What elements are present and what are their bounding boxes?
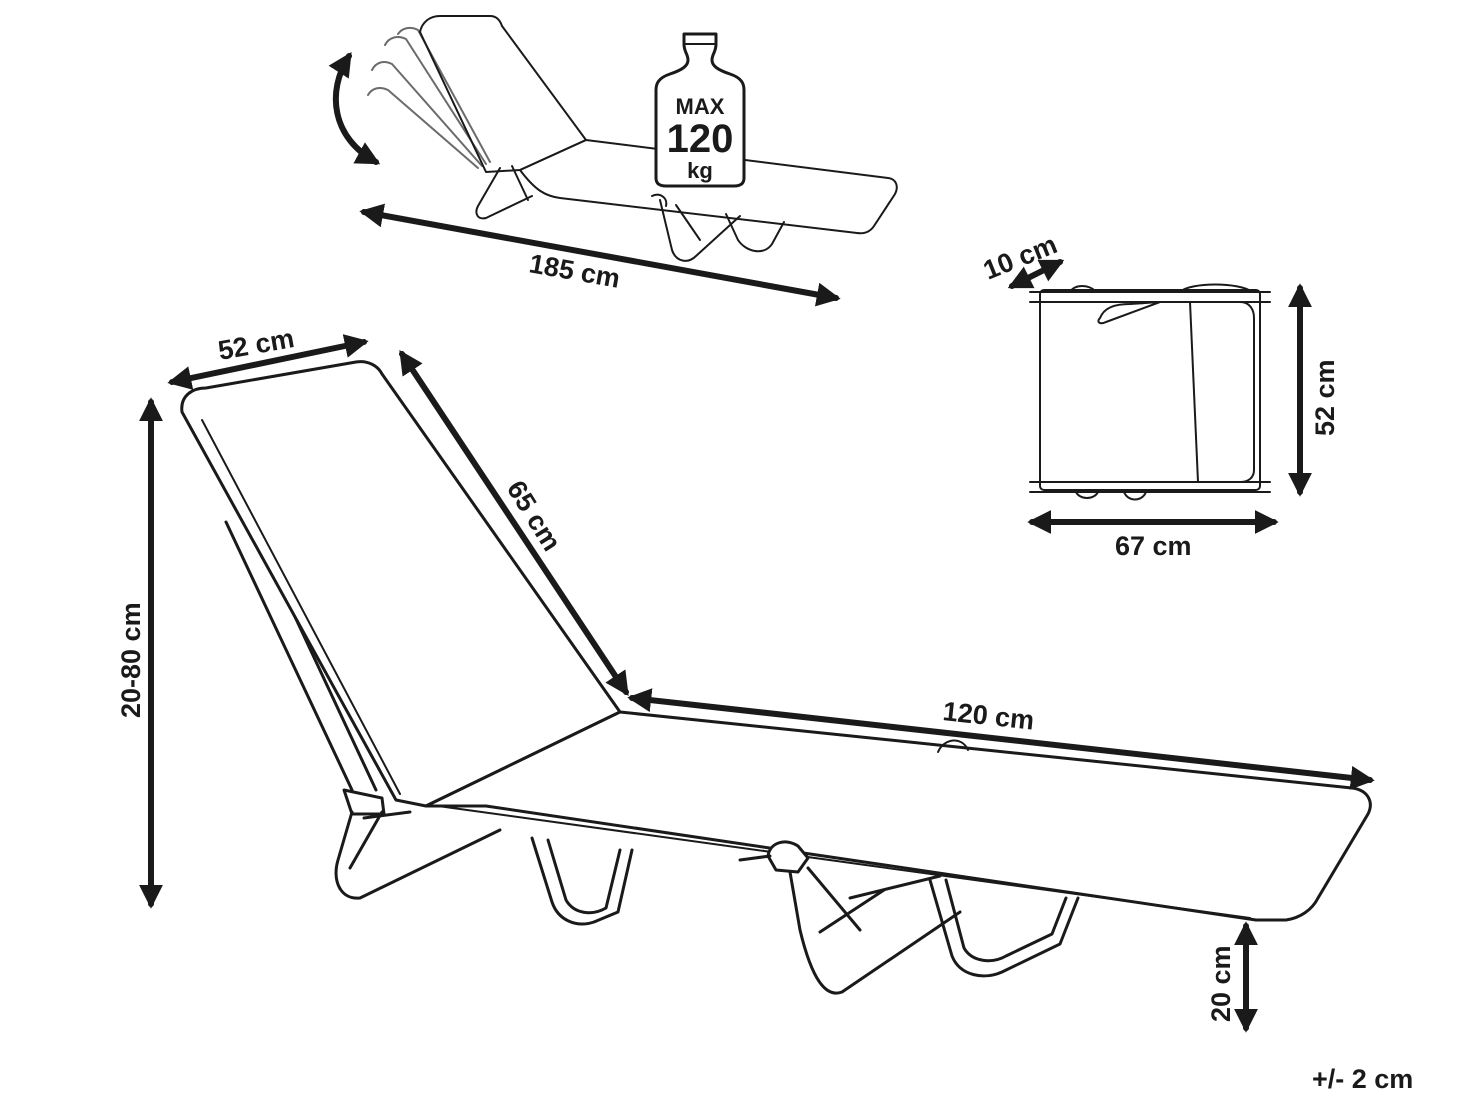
weight-unit-label: kg bbox=[687, 158, 713, 183]
seat-height-label: 20 cm bbox=[1206, 945, 1236, 1022]
height-range-label: 20-80 cm bbox=[116, 602, 146, 718]
weight-icon: MAX 120 kg bbox=[654, 32, 746, 188]
main-lounger bbox=[180, 360, 1372, 995]
seat-length-label: 120 cm bbox=[941, 696, 1035, 735]
weight-max-label: MAX bbox=[676, 94, 725, 119]
recline-view: 185 cm bbox=[328, 15, 898, 307]
weight-value-label: 120 bbox=[667, 117, 734, 161]
folded-view: 10 cm 52 cm 67 cm bbox=[979, 229, 1340, 561]
tolerance-label: +/- 2 cm bbox=[1312, 1064, 1413, 1094]
folded-depth-label: 10 cm bbox=[979, 229, 1061, 285]
folded-width-label: 67 cm bbox=[1115, 531, 1192, 561]
folded-height-label: 52 cm bbox=[1310, 359, 1340, 436]
